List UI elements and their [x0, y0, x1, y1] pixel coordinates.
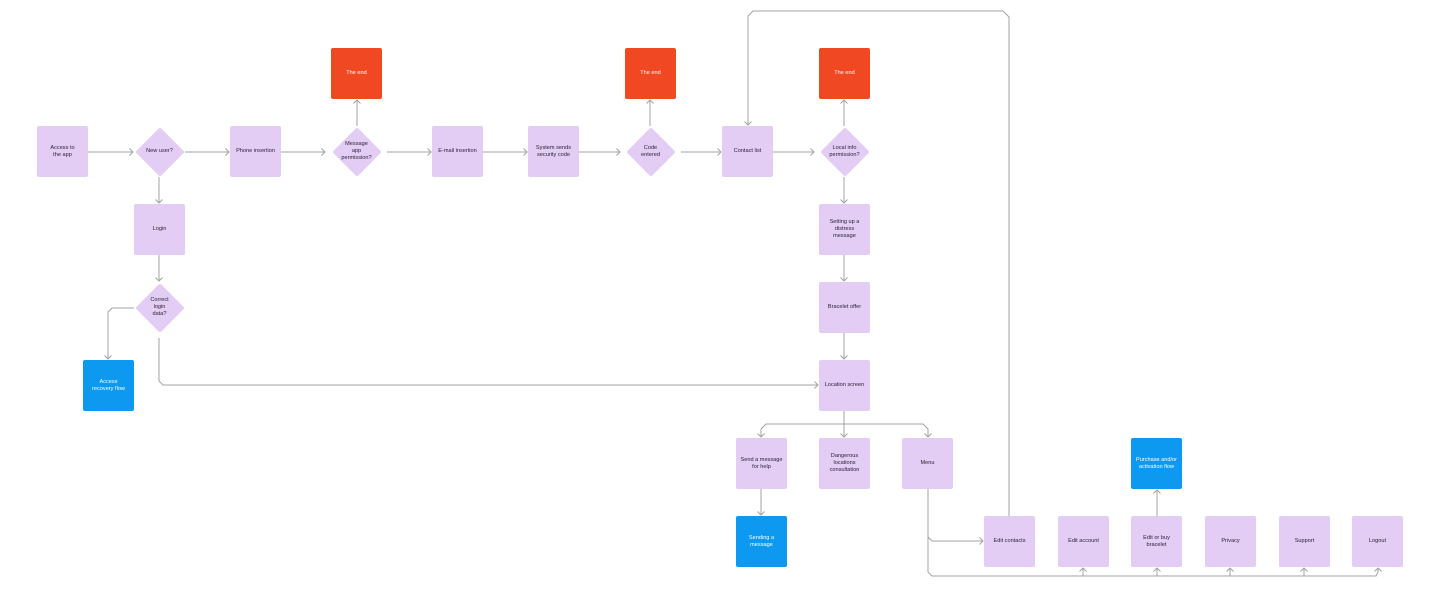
node-login[interactable]: Login: [134, 204, 185, 255]
connector-arrow: [1153, 567, 1161, 576]
node-new-user-label: New user?: [146, 148, 173, 154]
node-local-permission-decision[interactable]: Local info permission?: [819, 126, 870, 177]
connector-arrow: [757, 423, 844, 438]
connector-arrow: [844, 423, 932, 438]
node-correct-login-label: Correct login data?: [150, 297, 169, 317]
connector-arrow: [681, 148, 722, 156]
node-bracelet-offer[interactable]: Bracelet offer: [819, 282, 870, 333]
node-distress-message[interactable]: Setting up a distress message: [819, 204, 870, 255]
node-security-code[interactable]: System sends security code: [528, 126, 579, 177]
node-the-end-2[interactable]: The end: [625, 48, 676, 99]
connector-arrow: [483, 148, 528, 156]
node-email-insertion[interactable]: E-mail insertion: [432, 126, 483, 177]
node-phone-insertion[interactable]: Phone insertion: [230, 126, 281, 177]
connector-arrow: [927, 489, 1382, 577]
node-purchase-flow[interactable]: Purchase and/or activation flow: [1131, 438, 1182, 489]
node-local-permission-label: Local info permission?: [829, 144, 860, 158]
node-privacy[interactable]: Privacy: [1205, 516, 1256, 567]
connector-arrow: [1153, 489, 1161, 516]
node-message-permission-label: Message app permission?: [341, 141, 372, 161]
node-dangerous-locations[interactable]: Dangerous locations consultation: [819, 438, 870, 489]
node-code-entered-label: Code entered: [641, 144, 660, 158]
connector-arrow: [840, 177, 848, 204]
node-code-entered-decision[interactable]: Code entered: [625, 126, 676, 177]
node-logout[interactable]: Logout: [1352, 516, 1403, 567]
node-new-user-decision[interactable]: New user?: [134, 126, 185, 177]
node-the-end-3[interactable]: The end: [819, 48, 870, 99]
connector-arrow: [353, 99, 361, 126]
node-the-end-1[interactable]: The end: [331, 48, 382, 99]
connector-arrow: [757, 489, 765, 516]
connector-arrow: [1300, 567, 1308, 576]
connector-arrow: [579, 148, 621, 156]
connector-arrow: [158, 338, 819, 389]
node-contact-list[interactable]: Contact list: [722, 126, 773, 177]
connector-arrow: [773, 148, 815, 156]
node-recovery-flow[interactable]: Access recovery flow: [83, 360, 134, 411]
connector-arrow: [646, 99, 654, 126]
connector-arrow: [927, 489, 984, 545]
node-access-app[interactable]: Access to the app: [37, 126, 88, 177]
connector-arrow: [387, 148, 432, 156]
node-correct-login-decision[interactable]: Correct login data?: [134, 282, 185, 333]
node-edit-account[interactable]: Edit account: [1058, 516, 1109, 567]
connector-arrow: [1079, 567, 1087, 576]
connector-arrow: [185, 148, 230, 156]
node-edit-contacts[interactable]: Edit contacts: [984, 516, 1035, 567]
connector-arrow: [840, 333, 848, 360]
connector-arrow: [840, 99, 848, 126]
connector-arrow: [104, 307, 134, 360]
connector-arrow: [155, 255, 163, 282]
connector-arrow: [840, 255, 848, 282]
node-edit-bracelet[interactable]: Edit or buy bracelet: [1131, 516, 1182, 567]
connector-arrow: [88, 148, 134, 156]
connector-arrow: [744, 10, 1010, 516]
node-menu[interactable]: Menu: [902, 438, 953, 489]
node-support[interactable]: Support: [1279, 516, 1330, 567]
connector-arrow: [281, 148, 326, 156]
node-sending-message[interactable]: Sending a message: [736, 516, 787, 567]
node-message-permission-decision[interactable]: Message app permission?: [331, 126, 382, 177]
connector-arrow: [1226, 567, 1234, 576]
node-send-help[interactable]: Send a message for help: [736, 438, 787, 489]
connector-arrow: [155, 177, 163, 204]
node-location-screen[interactable]: Location screen: [819, 360, 870, 411]
